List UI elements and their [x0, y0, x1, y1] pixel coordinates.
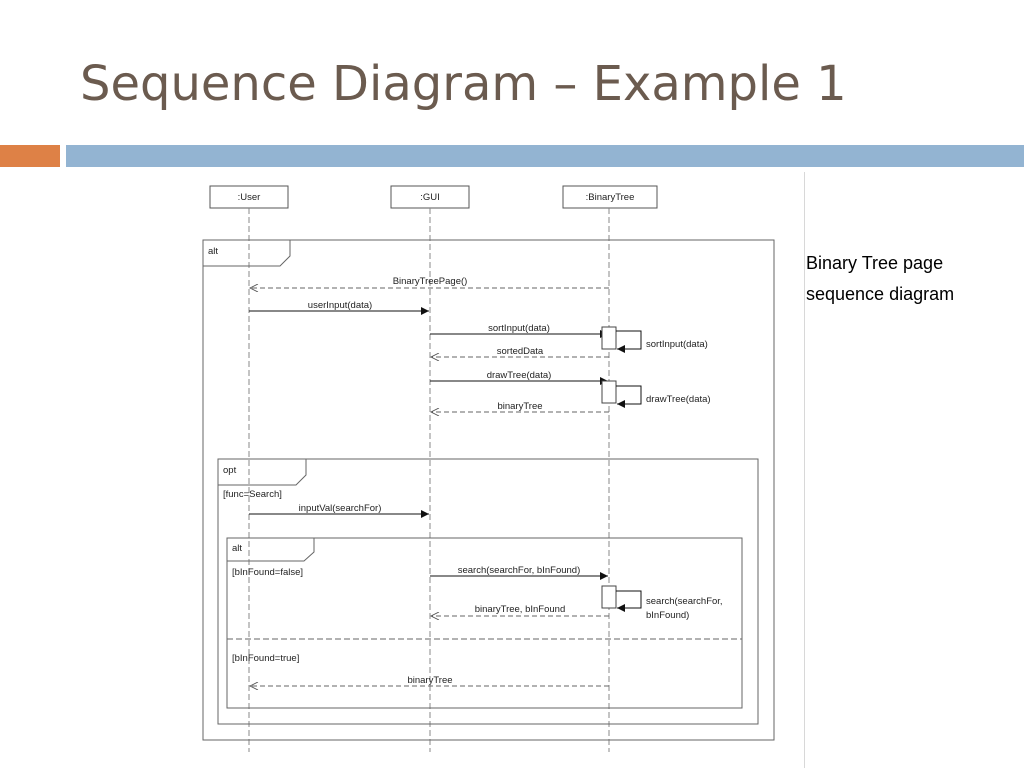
activation-sortinput: [601, 326, 617, 350]
fragment-outer-alt-operator: alt: [208, 246, 218, 257]
message-binarytree-return-2: binaryTree: [250, 675, 609, 686]
self-call-drawtree-label: drawTree(data): [646, 394, 711, 405]
fragment-opt: opt [func=Search]: [217, 458, 759, 725]
fragment-inner-alt-operator: alt: [232, 543, 242, 554]
lifeline-gui: :GUI: [390, 185, 470, 752]
message-drawtree-label: drawTree(data): [487, 370, 552, 381]
message-sorteddata-label: sortedData: [497, 346, 544, 357]
message-binarytree-binfound-label: binaryTree, bInFound: [475, 604, 565, 615]
fragment-inner-alt-tab: [227, 537, 315, 562]
message-binarytree-return-2-label: binaryTree: [407, 675, 452, 686]
self-call-search-label-line2: bInFound): [646, 610, 689, 621]
message-inputval: inputVal(searchFor): [249, 503, 429, 518]
message-binarytree-return-1-label: binaryTree: [497, 401, 542, 412]
self-call-sortinput-label: sortInput(data): [646, 339, 708, 350]
fragment-outer-alt: alt: [202, 239, 775, 741]
fragment-opt-operator: opt: [223, 465, 237, 476]
message-drawtree: drawTree(data): [430, 370, 608, 385]
lifeline-binarytree: :BinaryTree: [562, 185, 658, 752]
self-call-search-label-line1: search(searchFor,: [646, 596, 723, 607]
message-search: search(searchFor, bInFound): [430, 565, 608, 580]
lifeline-label-gui: :GUI: [420, 192, 440, 203]
activation-search: [601, 585, 617, 609]
message-userinput: userInput(data): [249, 300, 429, 315]
message-sorteddata: sortedData: [431, 346, 609, 357]
fragment-opt-guard: [func=Search]: [223, 489, 282, 500]
message-binarytreepage-label: BinaryTreePage(): [393, 276, 468, 287]
slide-title: Sequence Diagram – Example 1: [80, 56, 847, 112]
lifeline-user: :User: [209, 185, 289, 752]
message-inputval-label: inputVal(searchFor): [299, 503, 382, 514]
fragment-outer-alt-tab: [203, 239, 291, 267]
self-call-drawtree: drawTree(data): [601, 380, 711, 408]
lifeline-head-binarytree: [562, 185, 658, 209]
message-binarytreepage: BinaryTreePage(): [250, 276, 609, 288]
self-call-drawtree-arrow: [616, 385, 642, 408]
self-call-search-arrow: [616, 590, 642, 612]
message-binarytree-return-1: binaryTree: [431, 401, 609, 412]
lifeline-label-binarytree: :BinaryTree: [586, 192, 635, 203]
fragment-opt-frame: [217, 458, 759, 725]
accent-bar-blue: [66, 145, 1024, 167]
message-sortinput: sortInput(data): [430, 323, 608, 338]
lifeline-label-user: :User: [238, 192, 261, 203]
message-search-label: search(searchFor, bInFound): [458, 565, 581, 576]
message-userinput-label: userInput(data): [308, 300, 372, 311]
fragment-inner-alt: alt [bInFound=false] [bInFound=true]: [226, 537, 743, 709]
message-sortinput-label: sortInput(data): [488, 323, 550, 334]
self-call-sortinput-arrow: [616, 330, 642, 353]
activation-drawtree: [601, 380, 617, 404]
accent-bar-orange: [0, 145, 60, 167]
fragment-inner-alt-guard-false: [bInFound=false]: [232, 567, 303, 578]
fragment-inner-alt-frame: [226, 537, 743, 709]
fragment-inner-alt-guard-true: [bInFound=true]: [232, 653, 299, 664]
content-divider: [804, 172, 805, 768]
message-binarytree-binfound: binaryTree, bInFound: [431, 604, 609, 616]
fragment-opt-tab: [218, 458, 307, 486]
slide-caption: Binary Tree page sequence diagram: [806, 253, 955, 304]
fragment-outer-alt-frame: [202, 239, 775, 741]
self-call-sortinput: sortInput(data): [601, 326, 708, 353]
self-call-search: search(searchFor, bInFound): [601, 585, 723, 621]
